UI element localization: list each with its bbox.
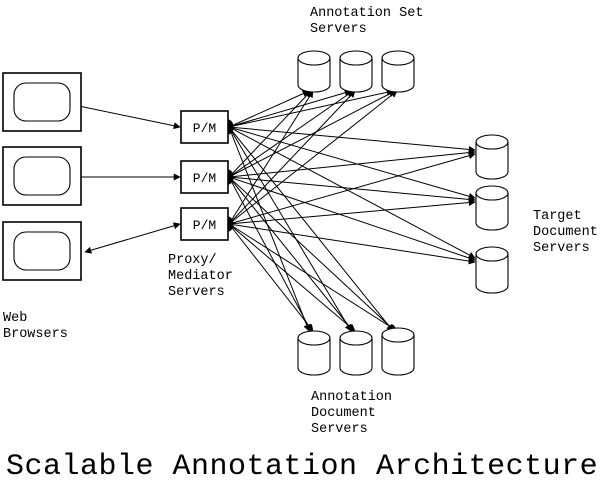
cylinder-top	[297, 330, 331, 346]
annotation-document-servers-group	[297, 327, 415, 376]
database-cylinder-icon	[381, 57, 415, 93]
edge-pm3-as3	[228, 90, 398, 225]
edge-pm1-td1	[228, 126, 476, 153]
label-line-2: Document	[311, 406, 376, 421]
edge-pm2-as1	[228, 90, 312, 178]
edge-pm3-as2	[228, 90, 356, 225]
web-browser-1[interactable]	[2, 72, 82, 132]
annotation-document-servers-label: Annotation Document Servers	[311, 390, 392, 437]
target-document-server-3[interactable]	[475, 246, 509, 294]
cylinder-top	[297, 50, 331, 66]
edge-pm3-td2	[228, 199, 476, 225]
proxy-to-server-mesh	[228, 88, 476, 332]
annotation-document-server-1[interactable]	[297, 330, 331, 376]
edge-pm2-td3	[228, 176, 476, 262]
edge-browser1-pm1	[73, 102, 181, 130]
cylinder-top	[339, 50, 373, 66]
cylinder-top	[475, 185, 509, 201]
annotation-set-server-2[interactable]	[339, 50, 373, 93]
database-cylinder-icon	[381, 334, 415, 376]
annotation-set-servers-group	[297, 50, 415, 93]
proxy-mediator-2[interactable]: P/M	[180, 160, 229, 194]
figure-title: Scalable Annotation Architecture	[6, 450, 598, 480]
pm-box	[180, 160, 229, 194]
cylinder-top	[381, 327, 415, 343]
pm-box	[180, 207, 229, 241]
label-line-2: Mediator	[168, 269, 233, 284]
edge-pm2-as3	[228, 90, 396, 178]
proxy-mediator-label: P/M	[193, 218, 216, 233]
edge-pm1-ad3	[228, 126, 394, 332]
label-line-3: Servers	[168, 285, 225, 300]
target-document-server-1[interactable]	[475, 134, 509, 180]
proxy-mediator-group: P/M P/M P/M	[180, 110, 229, 241]
label-line-1: Annotation	[311, 390, 392, 405]
cylinder-top	[475, 134, 509, 150]
annotation-set-server-1[interactable]	[297, 50, 331, 93]
edge-pm3-td3	[228, 223, 476, 265]
database-cylinder-icon	[339, 337, 373, 376]
label-line-3: Servers	[311, 422, 368, 437]
annotation-set-servers-label: Annotation Set Servers	[310, 6, 423, 37]
label-line-2: Document	[533, 225, 598, 240]
cylinder-top	[381, 50, 415, 66]
database-cylinder-icon	[475, 253, 509, 294]
proxy-mediator-label: P/M	[193, 121, 216, 136]
edge-pm1-as2	[228, 89, 352, 128]
browser-to-proxy-links	[73, 102, 181, 254]
diagram-labels: Annotation Set Servers Target Document S…	[3, 6, 598, 480]
edge-pm3-ad3	[228, 223, 398, 332]
database-cylinder-icon	[475, 192, 509, 231]
web-browsers-label: Web Browsers	[3, 311, 68, 342]
edge-pm1-as3	[228, 88, 394, 128]
browser-window-icon	[13, 231, 71, 271]
edge-pm1-ad2	[228, 126, 352, 332]
edge-pm2-td1	[228, 149, 476, 178]
edge-pm3-ad1	[228, 223, 314, 332]
label-line-1: Annotation Set	[310, 6, 423, 21]
target-document-servers-label: Target Document Servers	[533, 209, 598, 256]
proxy-mediator-label: P/M	[193, 171, 216, 186]
database-cylinder-icon	[297, 337, 331, 376]
label-line-2: Browsers	[3, 327, 68, 342]
web-browser-3[interactable]	[2, 221, 82, 281]
target-document-server-2[interactable]	[475, 185, 509, 231]
label-line-1: Proxy/	[168, 253, 217, 268]
cylinder-top	[475, 246, 509, 262]
edge-pm1-td2	[228, 126, 476, 200]
edge-browser3-pm3	[84, 222, 181, 254]
cylinder-top	[339, 330, 373, 346]
pm-box	[180, 110, 229, 144]
edge-pm3-ad2	[228, 223, 356, 332]
database-cylinder-icon	[475, 141, 509, 180]
edge-pm1-ad1	[228, 126, 310, 332]
browser-window-icon	[13, 156, 71, 196]
edge-pm3-td1	[228, 152, 476, 225]
target-document-servers-group	[475, 134, 509, 294]
label-line-2: Servers	[310, 22, 367, 37]
edge-pm2-as2	[228, 90, 354, 178]
database-cylinder-icon	[297, 57, 331, 93]
edge-pm3-as1	[228, 90, 314, 225]
annotation-document-server-3[interactable]	[381, 327, 415, 376]
web-browsers-group	[2, 72, 82, 281]
proxy-mediator-servers-label: Proxy/ Mediator Servers	[168, 253, 233, 300]
label-line-1: Web	[3, 311, 27, 326]
edge-pm1-as1	[228, 90, 310, 128]
database-cylinder-icon	[339, 57, 373, 93]
proxy-mediator-1[interactable]: P/M	[180, 110, 229, 144]
label-line-3: Servers	[533, 241, 590, 256]
proxy-mediator-3[interactable]: P/M	[180, 207, 229, 241]
label-line-1: Target	[533, 209, 582, 224]
web-browser-2[interactable]	[2, 146, 82, 206]
browser-window-icon	[13, 82, 71, 122]
annotation-set-server-3[interactable]	[381, 50, 415, 93]
annotation-document-server-2[interactable]	[339, 330, 373, 376]
